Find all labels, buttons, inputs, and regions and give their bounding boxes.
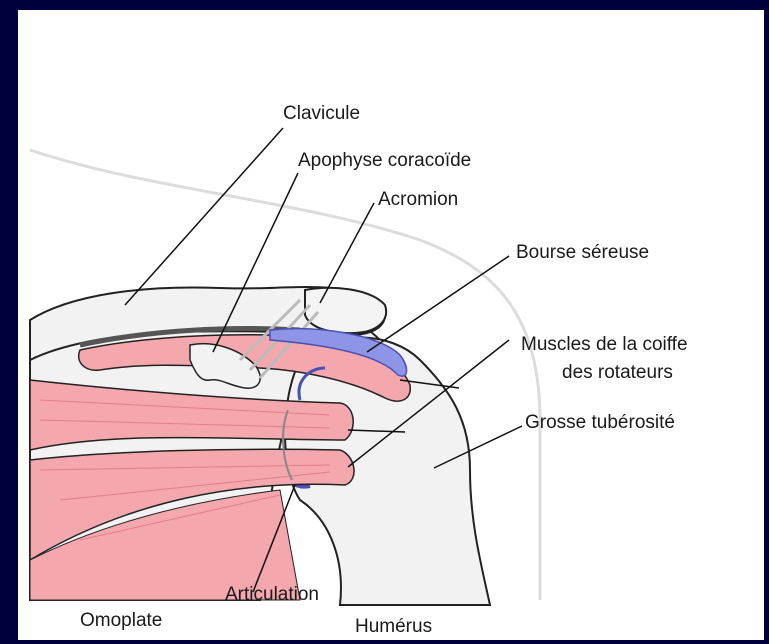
label-humerus: Humérus	[355, 616, 432, 637]
label-apophyse-coracoide: Apophyse coracoïde	[298, 150, 471, 171]
label-articulation: Articulation	[225, 584, 319, 605]
label-acromion: Acromion	[378, 189, 458, 210]
acromion-bone	[305, 288, 386, 333]
label-clavicule: Clavicule	[283, 103, 360, 124]
label-omoplate: Omoplate	[80, 610, 162, 631]
label-bourse-sereuse: Bourse séreuse	[516, 242, 649, 263]
label-grosse-tuberosite: Grosse tubérosité	[525, 412, 675, 433]
label-muscles-coiffe-line1: Muscles de la coiffe	[521, 334, 688, 355]
label-muscles-coiffe-line2: des rotateurs	[562, 362, 673, 383]
